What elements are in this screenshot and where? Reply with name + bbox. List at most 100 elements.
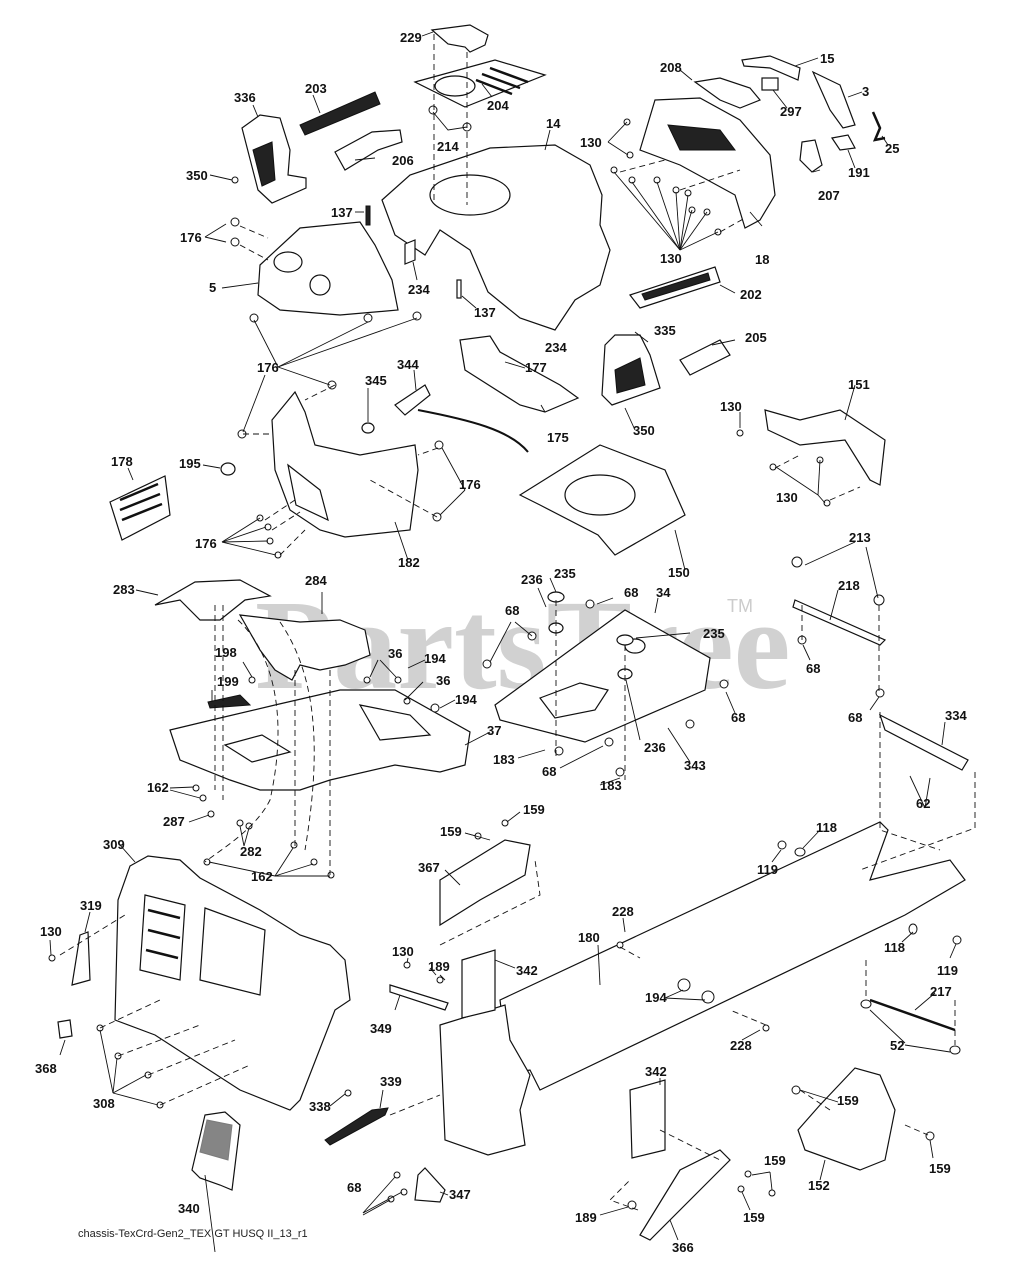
callout-208[interactable]: 208 xyxy=(660,60,682,75)
part-pin[interactable] xyxy=(456,279,462,299)
fastener[interactable] xyxy=(230,237,240,247)
fastener[interactable] xyxy=(626,151,634,159)
callout-176-right[interactable]: 176 xyxy=(459,477,481,492)
part-clip-nut[interactable] xyxy=(428,105,438,115)
callout-183-left[interactable]: 183 xyxy=(493,752,515,767)
fastener[interactable] xyxy=(769,463,777,471)
callout-68-plate-right[interactable]: 68 xyxy=(731,710,745,725)
callout-334[interactable]: 334 xyxy=(945,708,967,723)
callout-194-lower[interactable]: 194 xyxy=(455,692,477,707)
part-headlight-socket[interactable] xyxy=(799,139,823,173)
fastener[interactable] xyxy=(791,1085,801,1095)
callout-130-bracket[interactable]: 130 xyxy=(720,399,742,414)
part-brace-bar[interactable] xyxy=(792,599,887,646)
part-clip-spring[interactable] xyxy=(871,111,886,142)
callout-228-upper[interactable]: 228 xyxy=(612,904,634,919)
callout-207[interactable]: 207 xyxy=(818,188,840,203)
callout-150[interactable]: 150 xyxy=(668,565,690,580)
callout-343[interactable]: 343 xyxy=(684,758,706,773)
callout-191[interactable]: 191 xyxy=(848,165,870,180)
fastener[interactable] xyxy=(344,1089,352,1097)
part-nut[interactable] xyxy=(952,935,962,945)
callout-309[interactable]: 309 xyxy=(103,837,125,852)
callout-177[interactable]: 177 xyxy=(525,360,547,375)
fastener[interactable] xyxy=(430,703,440,713)
part-hinge-plate-right[interactable] xyxy=(639,1149,731,1241)
callout-37[interactable]: 37 xyxy=(487,723,501,738)
fastener[interactable] xyxy=(610,166,618,174)
callout-130-rod[interactable]: 130 xyxy=(392,944,414,959)
callout-68-bracket[interactable]: 68 xyxy=(848,710,862,725)
fastener[interactable] xyxy=(394,676,402,684)
callout-214[interactable]: 214 xyxy=(437,139,459,154)
part-rear-fender-cover[interactable] xyxy=(154,579,272,621)
callout-180[interactable]: 180 xyxy=(578,930,600,945)
callout-234-right[interactable]: 234 xyxy=(545,340,567,355)
part-clip[interactable] xyxy=(248,676,256,684)
callout-68-plate-bottom[interactable]: 68 xyxy=(347,1180,361,1195)
callout-335[interactable]: 335 xyxy=(654,323,676,338)
part-main-frame-front-plate[interactable] xyxy=(439,1004,531,1156)
fastener[interactable] xyxy=(249,313,259,323)
part-plug[interactable] xyxy=(361,422,375,434)
callout-287[interactable]: 287 xyxy=(163,814,185,829)
callout-189-lower[interactable]: 189 xyxy=(575,1210,597,1225)
fastener[interactable] xyxy=(925,1131,935,1141)
part-headlight-lens[interactable] xyxy=(830,134,856,151)
fastener[interactable] xyxy=(627,1200,637,1210)
part-bracket[interactable] xyxy=(461,949,496,1019)
part-handle[interactable] xyxy=(324,1107,389,1146)
callout-204[interactable]: 204 xyxy=(487,98,509,113)
callout-130-panel[interactable]: 130 xyxy=(40,924,62,939)
callout-36-lower[interactable]: 36 xyxy=(436,673,450,688)
callout-347[interactable]: 347 xyxy=(449,1187,471,1202)
callout-217[interactable]: 217 xyxy=(930,984,952,999)
part-dash-panel[interactable] xyxy=(257,221,399,316)
part-nut[interactable] xyxy=(677,978,691,992)
part-washer[interactable] xyxy=(794,847,806,857)
fastener[interactable] xyxy=(290,841,298,849)
callout-68-plate-left[interactable]: 68 xyxy=(505,603,519,618)
callout-68-plate-lower[interactable]: 68 xyxy=(542,764,556,779)
part-nut[interactable] xyxy=(777,840,787,850)
callout-195[interactable]: 195 xyxy=(179,456,201,471)
callout-15[interactable]: 15 xyxy=(820,51,834,66)
callout-319[interactable]: 319 xyxy=(80,898,102,913)
callout-159-hitch-right[interactable]: 159 xyxy=(929,1161,951,1176)
callout-118-lower[interactable]: 118 xyxy=(884,940,905,955)
part-front-bracket[interactable] xyxy=(764,409,886,486)
fastener[interactable] xyxy=(736,429,744,437)
fastener[interactable] xyxy=(230,217,240,227)
callout-308[interactable]: 308 xyxy=(93,1096,115,1111)
fastener[interactable] xyxy=(231,176,239,184)
part-headlight-bracket[interactable] xyxy=(693,77,761,109)
part-hinge-plate-left[interactable] xyxy=(439,839,531,927)
fastener[interactable] xyxy=(585,599,595,609)
part-side-bracket[interactable] xyxy=(811,70,856,129)
fastener[interactable] xyxy=(236,819,244,827)
callout-5[interactable]: 5 xyxy=(209,280,216,295)
callout-159-left[interactable]: 159 xyxy=(440,824,462,839)
part-nut[interactable] xyxy=(701,990,715,1004)
callout-206[interactable]: 206 xyxy=(392,153,414,168)
callout-366[interactable]: 366 xyxy=(672,1240,694,1255)
part-grommet[interactable] xyxy=(616,634,634,646)
fastener[interactable] xyxy=(744,1170,752,1178)
callout-68-plate[interactable]: 68 xyxy=(624,585,638,600)
callout-118-upper[interactable]: 118 xyxy=(816,820,837,835)
part-axle-brace[interactable] xyxy=(869,998,956,1032)
part-side-vent-insert[interactable] xyxy=(334,129,403,171)
callout-336[interactable]: 336 xyxy=(234,90,256,105)
fastener[interactable] xyxy=(719,679,729,689)
fastener[interactable] xyxy=(482,659,492,669)
part-switch-bracket[interactable] xyxy=(394,384,431,416)
callout-176-console[interactable]: 176 xyxy=(257,360,279,375)
fastener[interactable] xyxy=(685,719,695,729)
fastener[interactable] xyxy=(628,176,636,184)
callout-159-hinge-lower[interactable]: 159 xyxy=(743,1210,765,1225)
fastener[interactable] xyxy=(873,594,885,606)
callout-284[interactable]: 284 xyxy=(305,573,327,588)
callout-119-lower[interactable]: 119 xyxy=(937,963,958,978)
callout-159-hinge-upper[interactable]: 159 xyxy=(764,1153,786,1168)
part-vent-grille-plate[interactable] xyxy=(109,475,171,541)
